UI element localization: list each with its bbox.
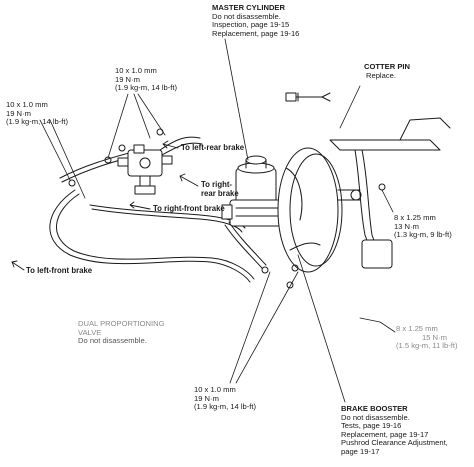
torque-top-size: 10 x 1.0 mm — [115, 66, 157, 75]
brake-booster-pushrod: Pushrod Clearance Adjustment, — [341, 438, 448, 448]
label-left-front-brake: To left-front brake — [26, 266, 93, 275]
cotter-pin-shape — [285, 92, 331, 102]
brake-booster-replacement: Replacement, page 19-17 — [341, 429, 429, 439]
brake-booster-pushrod-page: page 19-17 — [341, 446, 380, 456]
torque-bottom-nm: 19 N·m — [194, 393, 219, 403]
label-right-rear-brake: To right- rear brake — [201, 180, 239, 198]
torque-left-nm: 19 N·m — [6, 108, 31, 118]
brake-line-left-front — [49, 189, 255, 283]
brake-booster-shape — [277, 147, 361, 273]
proportioning-valve-callout: DUAL PROPORTIONING VALVE Do not disassem… — [78, 319, 165, 346]
master-cylinder-note: Do not disassemble. — [212, 11, 281, 21]
torque-left-kgm: (1.9 kg-m, 14 lb-ft) — [6, 117, 69, 127]
leader-lines — [39, 38, 396, 403]
torque-right-bottom-nm: 15 N·m — [422, 332, 447, 342]
brake-booster-note: Do not disassemble. — [341, 412, 410, 422]
torque-spec-bottom: 10 x 1.0 mm 19 N·m (1.9 kg-m, 14 lb-ft) — [194, 385, 257, 412]
torque-top-kgm: (1.9 kg-m, 14 lb-ft) — [115, 83, 178, 93]
label-right-front-brake: To right-front brake — [153, 204, 225, 213]
brake-line-lower — [224, 221, 267, 269]
label-left-rear-brake: To left-rear brake — [181, 143, 245, 152]
proportioning-valve-shape — [117, 144, 173, 195]
master-cylinder-title: MASTER CYLINDER — [212, 3, 285, 12]
torque-right-top-nm: 13 N·m — [394, 221, 419, 231]
cotter-pin-note: Replace. — [366, 70, 396, 80]
flow-arrows — [11, 140, 199, 271]
master-cylinder-shape — [221, 155, 287, 227]
torque-right-bottom-size: 8 x 1.25 mm — [396, 324, 438, 333]
torque-bottom-size: 10 x 1.0 mm — [194, 385, 236, 394]
brake-booster-title: BRAKE BOOSTER — [341, 404, 408, 413]
master-cylinder-callout: MASTER CYLINDER Do not disassemble. Insp… — [212, 3, 300, 38]
torque-bottom-kgm: (1.9 kg-m, 14 lb-ft) — [194, 402, 257, 412]
right-rear-line2: rear brake — [201, 188, 239, 198]
torque-right-top-size: 8 x 1.25 mm — [394, 213, 436, 222]
brake-line-upper — [159, 136, 203, 156]
torque-spec-right-bottom: 8 x 1.25 mm 15 N·m (1.5 kg-m, 11 lb-ft) — [396, 324, 458, 351]
right-rear-line1: To right- — [201, 180, 233, 189]
cotter-pin-title: COTTER PIN — [364, 62, 410, 71]
torque-right-top-kgm: (1.3 kg-m, 9 lb-ft) — [394, 230, 452, 240]
proportioning-valve-note: Do not disassemble. — [78, 336, 147, 346]
torque-top-nm: 19 N·m — [115, 74, 140, 84]
proportioning-valve-title-1: DUAL PROPORTIONING — [78, 319, 165, 328]
torque-spec-top: 10 x 1.0 mm 19 N·m (1.9 kg-m, 14 lb-ft) — [115, 66, 178, 93]
torque-spec-left: 10 x 1.0 mm 19 N·m (1.9 kg-m, 14 lb-ft) — [6, 100, 69, 127]
master-cylinder-replacement: Replacement, page 19-16 — [212, 28, 300, 38]
cotter-pin-callout: COTTER PIN Replace. — [364, 62, 410, 80]
torque-left-size: 10 x 1.0 mm — [6, 100, 48, 109]
master-cylinder-inspection: Inspection, page 19-15 — [212, 20, 290, 30]
brake-booster-tests: Tests, page 19-16 — [341, 421, 402, 431]
torque-right-bottom-kgm: (1.5 kg-m, 11 lb-ft) — [396, 341, 458, 351]
brake-booster-callout: BRAKE BOOSTER Do not disassemble. Tests,… — [341, 404, 448, 457]
proportioning-valve-title-2: VALVE — [78, 327, 102, 337]
torque-spec-right-top: 8 x 1.25 mm 13 N·m (1.3 kg-m, 9 lb-ft) — [394, 213, 452, 240]
brake-pedal-shape — [329, 117, 451, 269]
